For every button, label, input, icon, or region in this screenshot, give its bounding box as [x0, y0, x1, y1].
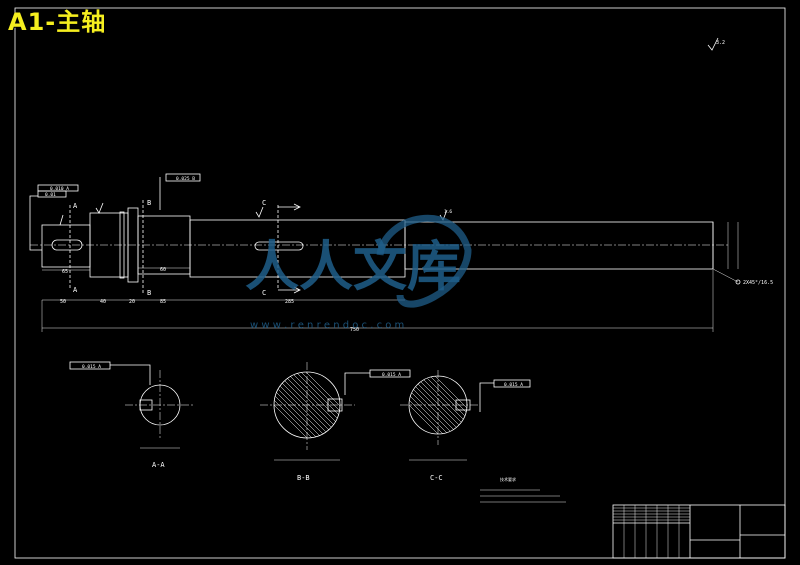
- shaft-main-view: A A B B C C 50 40 20 85 285 65 60 750 2X…: [29, 173, 773, 333]
- section-A-A: 0.015 A A-A: [69, 361, 195, 469]
- dim-overall-length: 750: [350, 327, 359, 333]
- dim-seg-3: 20: [129, 299, 135, 305]
- section-label-BB: B-B: [297, 474, 310, 482]
- section-label-AA: A-A: [152, 461, 165, 469]
- roughness-symbol-general: 3.2: [707, 37, 725, 51]
- label-A-top: A: [73, 202, 78, 210]
- dim-mid-step: 60: [160, 267, 166, 273]
- section-label-CC: C-C: [430, 474, 443, 482]
- tech-notes: 技术要求: [480, 476, 566, 503]
- tolerance-frame-runout: 0.010 A 0.01: [37, 184, 79, 198]
- title-block: [612, 504, 786, 559]
- watermark-logo-text: 人人文库: [245, 235, 461, 298]
- svg-text:0.025 B: 0.025 B: [176, 176, 195, 182]
- label-C-top: C: [262, 199, 266, 207]
- label-B-bottom: B: [147, 289, 151, 297]
- svg-text:1.6: 1.6: [444, 209, 452, 215]
- label-A-bottom: A: [73, 286, 78, 294]
- watermark-url: w w w . r e n r e n d o c . c o m: [250, 320, 404, 331]
- tolerance-frame-top: 0.025 B: [159, 173, 201, 210]
- tolerance-frame-C: 0.015 A: [493, 379, 531, 388]
- watermark: 人人文库 w w w . r e n r e n d o c . c o m: [245, 214, 472, 331]
- svg-text:0.015 A: 0.015 A: [382, 372, 401, 378]
- section-B-B: 0.015 A B-B: [260, 362, 411, 482]
- tolerance-frame-B: 0.015 A: [369, 369, 411, 378]
- page-title: A1-主轴: [8, 8, 107, 36]
- svg-text:0.010 A: 0.010 A: [50, 186, 69, 192]
- label-B-top: B: [147, 199, 151, 207]
- dim-chamfer: 2X45°/16.5: [743, 280, 773, 286]
- section-C-C: 0.015 A C-C: [400, 370, 531, 482]
- sheet-border: [14, 7, 786, 559]
- dim-seg-5: 285: [285, 299, 294, 305]
- dim-seg-1: 50: [60, 299, 66, 305]
- svg-text:技术要求: 技术要求: [500, 476, 516, 482]
- dim-seg-2: 40: [100, 299, 106, 305]
- dim-seg-4: 85: [160, 299, 166, 305]
- svg-text:3.2: 3.2: [716, 40, 725, 46]
- dim-left-step: 65: [62, 269, 68, 275]
- label-C-bottom: C: [262, 289, 266, 297]
- svg-text:0.015 A: 0.015 A: [504, 382, 523, 388]
- svg-text:0.01: 0.01: [45, 192, 56, 198]
- svg-text:0.015 A: 0.015 A: [82, 364, 101, 370]
- tolerance-frame-A: 0.015 A: [69, 361, 111, 370]
